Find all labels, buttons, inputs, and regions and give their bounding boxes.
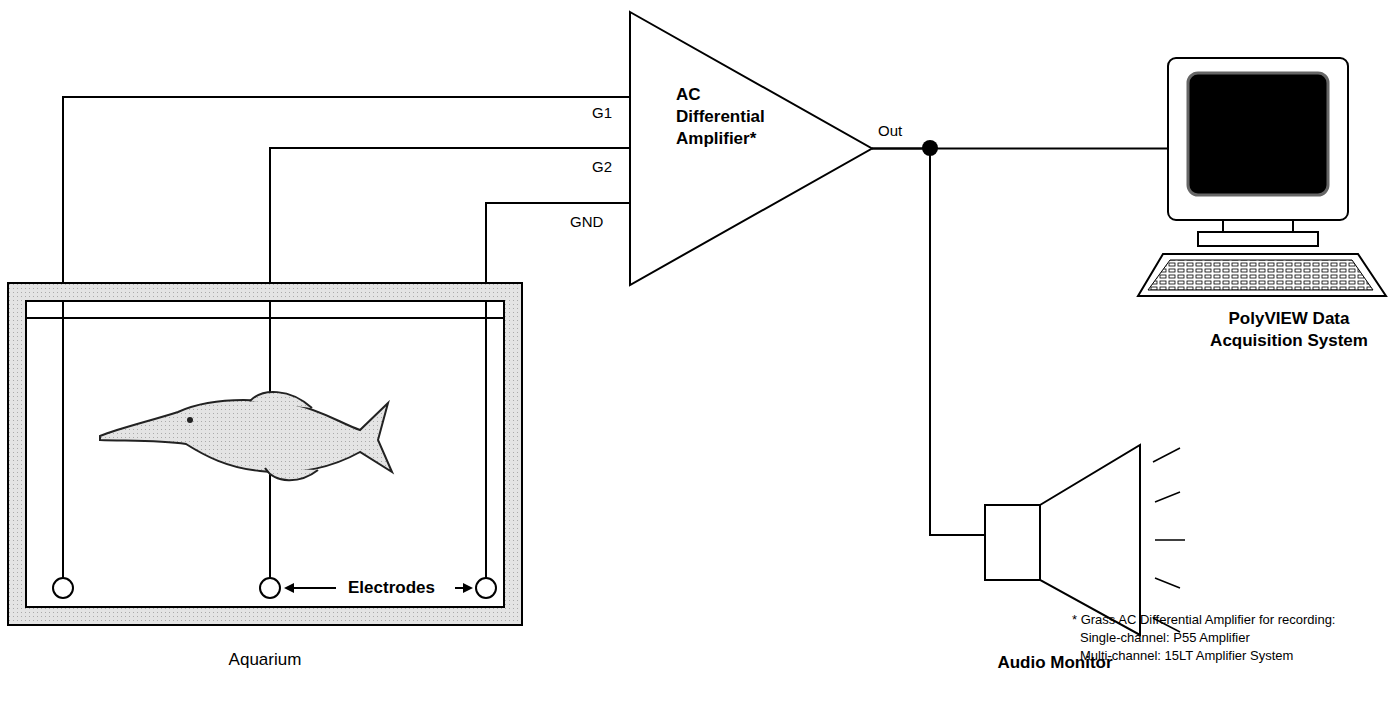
amplifier-triangle-shape [630,12,872,285]
pin-label: G2 [592,158,612,175]
node-label: Aquarium [8,649,522,671]
aquarium-frame-shape [8,283,522,625]
electrode-group [53,283,496,598]
electrode-label: Electrodes [348,578,435,598]
node-label: AC Differential Amplifier* [676,84,794,150]
footnote: Multi-channel: 15LT Amplifier System [1080,648,1293,663]
computer-icon: PolyVIEW Data Acquisition System [1168,58,1390,393]
wire-connector [872,149,985,536]
pin-label: GND [570,213,603,230]
amplifier-triangle: AC Differential Amplifier* [630,12,872,285]
aquarium-frame: Aquarium [8,283,522,625]
fish-illustration [100,392,392,480]
pin-label: G1 [592,104,612,121]
pin-label: Out [878,122,902,139]
wire-connector [63,97,630,283]
footnote: Single-channel: P55 Amplifier [1080,630,1250,645]
wire-connector [486,203,630,283]
footnote: * Grass AC Differential Amplifier for re… [1072,612,1335,627]
wire-connector [270,148,630,283]
node-label: PolyVIEW Data Acquisition System [1204,308,1374,352]
water-line [26,317,504,319]
